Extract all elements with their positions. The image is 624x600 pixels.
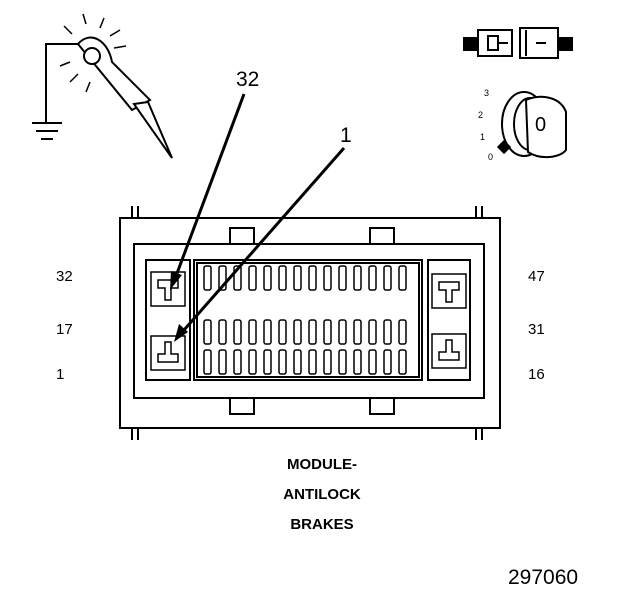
- title-line-1: MODULE-: [287, 456, 357, 473]
- key-label: 0: [535, 114, 547, 136]
- callout-arrow-1: [174, 147, 346, 342]
- pin-label-left-bottom: 1: [56, 366, 65, 383]
- callout-arrow-32: [170, 93, 246, 290]
- disconnected-connector-icon: [463, 27, 573, 59]
- pin-label-right-top: 47: [528, 268, 545, 285]
- ignition-position-1: 1: [480, 132, 486, 142]
- ignition-position-3: 3: [484, 88, 490, 98]
- ignition-switch-icon: [496, 91, 567, 158]
- pin-label-left-middle: 17: [56, 321, 73, 338]
- title-line-3: BRAKES: [290, 516, 354, 533]
- ignition-position-2: 2: [478, 110, 484, 120]
- figure-number: 297060: [508, 566, 579, 589]
- pin-label-left-top: 32: [56, 268, 73, 285]
- terminal-cavities: [203, 265, 407, 375]
- test-light-icon: [32, 13, 173, 159]
- pin-label-right-bottom: 16: [528, 366, 545, 383]
- pin-label-right-middle: 31: [528, 321, 545, 338]
- ignition-position-0: 0: [488, 152, 494, 162]
- callout-label-32: 32: [236, 68, 260, 91]
- callout-label-1: 1: [340, 124, 352, 147]
- title-line-2: ANTILOCK: [283, 486, 361, 503]
